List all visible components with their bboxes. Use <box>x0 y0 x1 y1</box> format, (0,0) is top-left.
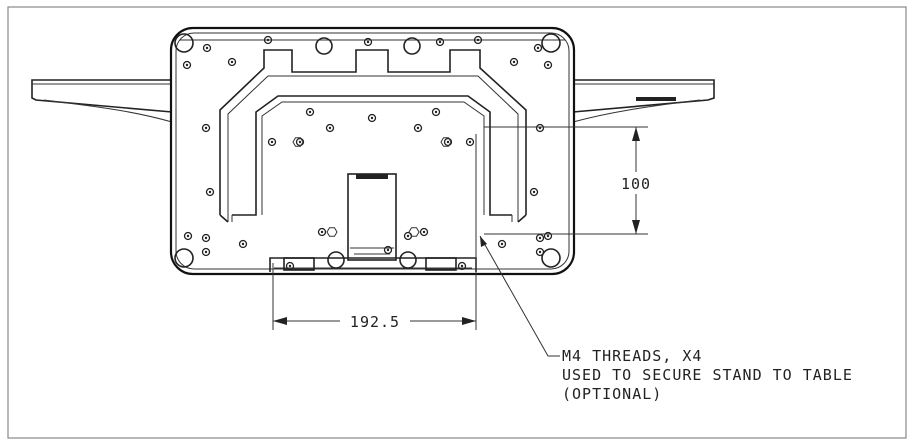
screw-hole <box>201 247 211 257</box>
screw-hole-center <box>366 40 370 44</box>
screw-hole-center <box>512 60 516 64</box>
screw-hole <box>413 123 423 133</box>
screw-hole <box>325 123 335 133</box>
screw-hole-center <box>386 248 390 252</box>
screw-hole <box>543 231 553 241</box>
screw-hole-center <box>230 60 234 64</box>
corner-bosses <box>174 33 561 269</box>
monitor-back-body <box>169 26 576 276</box>
hex-nut <box>326 227 338 237</box>
dimension-100-label: 100 <box>621 175 651 193</box>
screw-hole-center <box>538 236 542 240</box>
screw-hole <box>263 35 273 45</box>
stand-recess-outline <box>219 49 527 223</box>
screw-hole <box>267 137 277 147</box>
screw-hole <box>202 43 212 53</box>
screw-hole <box>205 187 215 197</box>
screw-hole <box>497 239 507 249</box>
screw-hole <box>383 245 393 255</box>
screw-hole-center <box>328 126 332 130</box>
drawing-frame <box>7 6 907 439</box>
screw-hole <box>435 37 445 47</box>
screw-hole-center <box>204 236 208 240</box>
stand-column <box>347 173 397 261</box>
callout-line-2: USED TO SECURE STAND TO TABLE <box>562 366 853 384</box>
screw-hole-center <box>422 230 426 234</box>
screw-hole <box>183 231 193 241</box>
screw-hole <box>201 233 211 243</box>
screw-hole-center <box>500 242 504 246</box>
screw-hole-center <box>460 264 464 268</box>
screw-hole-center <box>288 264 292 268</box>
screw-hole <box>473 35 483 45</box>
screw-hole <box>238 239 248 249</box>
hex-nut <box>292 137 304 147</box>
screw-hole-center <box>546 63 550 67</box>
vertical-dimension: 100 <box>484 126 651 235</box>
screw-hole-center <box>532 190 536 194</box>
screw-hole-center <box>266 38 270 42</box>
screw-hole <box>535 123 545 133</box>
screw-hole-center <box>204 126 208 130</box>
screw-hole-center <box>434 110 438 114</box>
screw-hole-center <box>476 38 480 42</box>
screw-hole-center <box>208 190 212 194</box>
left-side-panel <box>31 79 173 123</box>
screw-hole-center <box>241 242 245 246</box>
screw-hole-center <box>538 250 542 254</box>
screw-hole <box>533 43 543 53</box>
screw-hole <box>367 113 377 123</box>
screw-holes <box>182 35 553 271</box>
screw-hole <box>182 60 192 70</box>
screw-hole <box>285 261 295 271</box>
horizontal-dimension: 192.5 <box>272 134 477 331</box>
screw-hole <box>543 60 553 70</box>
screw-hole-center <box>416 126 420 130</box>
screw-hole <box>509 57 519 67</box>
screw-hole-center <box>320 230 324 234</box>
screw-hole-center <box>536 46 540 50</box>
screw-hole <box>529 187 539 197</box>
hex-nut <box>440 137 452 147</box>
screw-hole <box>305 107 315 117</box>
screw-hole <box>419 227 429 237</box>
screw-hole-center <box>205 46 209 50</box>
screw-hole <box>431 107 441 117</box>
screw-hole-center <box>438 40 442 44</box>
screw-hole-center <box>298 140 302 144</box>
screw-hole-center <box>546 234 550 238</box>
screw-hole <box>457 261 467 271</box>
screw-hole-center <box>270 140 274 144</box>
screw-hole <box>317 227 327 237</box>
right-side-panel <box>572 79 715 123</box>
screw-hole-center <box>446 140 450 144</box>
screw-hole-center <box>468 140 472 144</box>
port-strip <box>636 97 676 101</box>
callout-line-1: M4 THREADS, X4 <box>562 347 702 365</box>
screw-hole <box>363 37 373 47</box>
callout-line-3: (OPTIONAL) <box>562 385 662 403</box>
screw-hole-center <box>185 63 189 67</box>
hex-nut <box>408 227 420 237</box>
screw-hole <box>201 123 211 133</box>
screw-hole-center <box>186 234 190 238</box>
screw-hole-center <box>406 234 410 238</box>
screw-hole-center <box>204 250 208 254</box>
screw-hole-center <box>308 110 312 114</box>
callout-note: M4 THREADS, X4 USED TO SECURE STAND TO T… <box>562 347 853 403</box>
screw-hole <box>227 57 237 67</box>
screw-hole <box>465 137 475 147</box>
callout-leader <box>479 235 560 357</box>
dimension-192-5-label: 192.5 <box>350 313 400 331</box>
screw-hole-center <box>370 116 374 120</box>
